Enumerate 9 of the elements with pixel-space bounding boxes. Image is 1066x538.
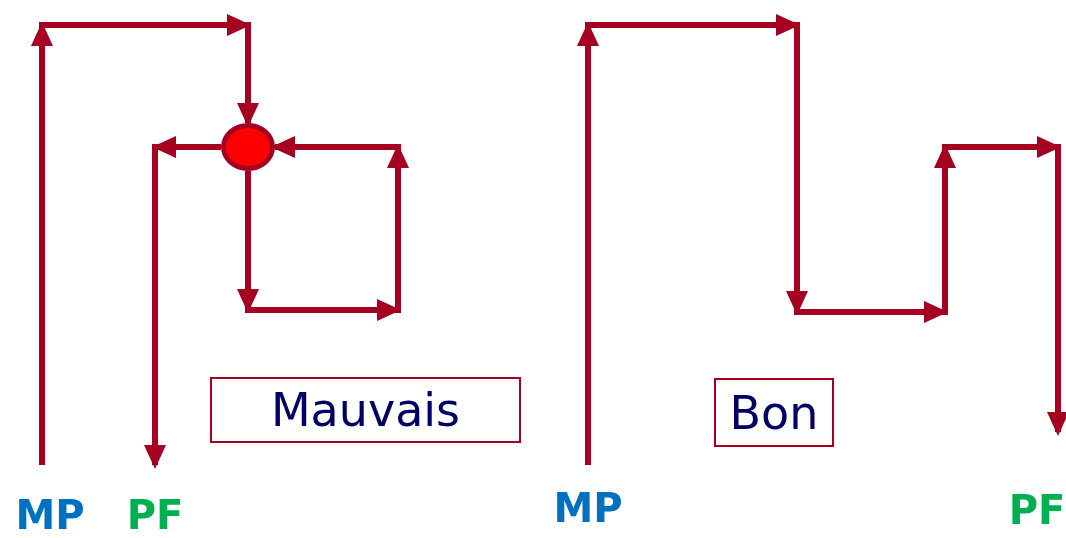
label-box	[714, 378, 834, 447]
crossing-point	[221, 123, 275, 171]
flow-label: PF	[1008, 490, 1066, 530]
label-box	[210, 377, 521, 443]
flow-label: MP	[553, 488, 623, 528]
flow-label: PF	[126, 495, 184, 535]
flow-label: MP	[15, 495, 85, 535]
box-label: Mauvais	[270, 387, 461, 433]
box-label: Bon	[729, 389, 819, 436]
